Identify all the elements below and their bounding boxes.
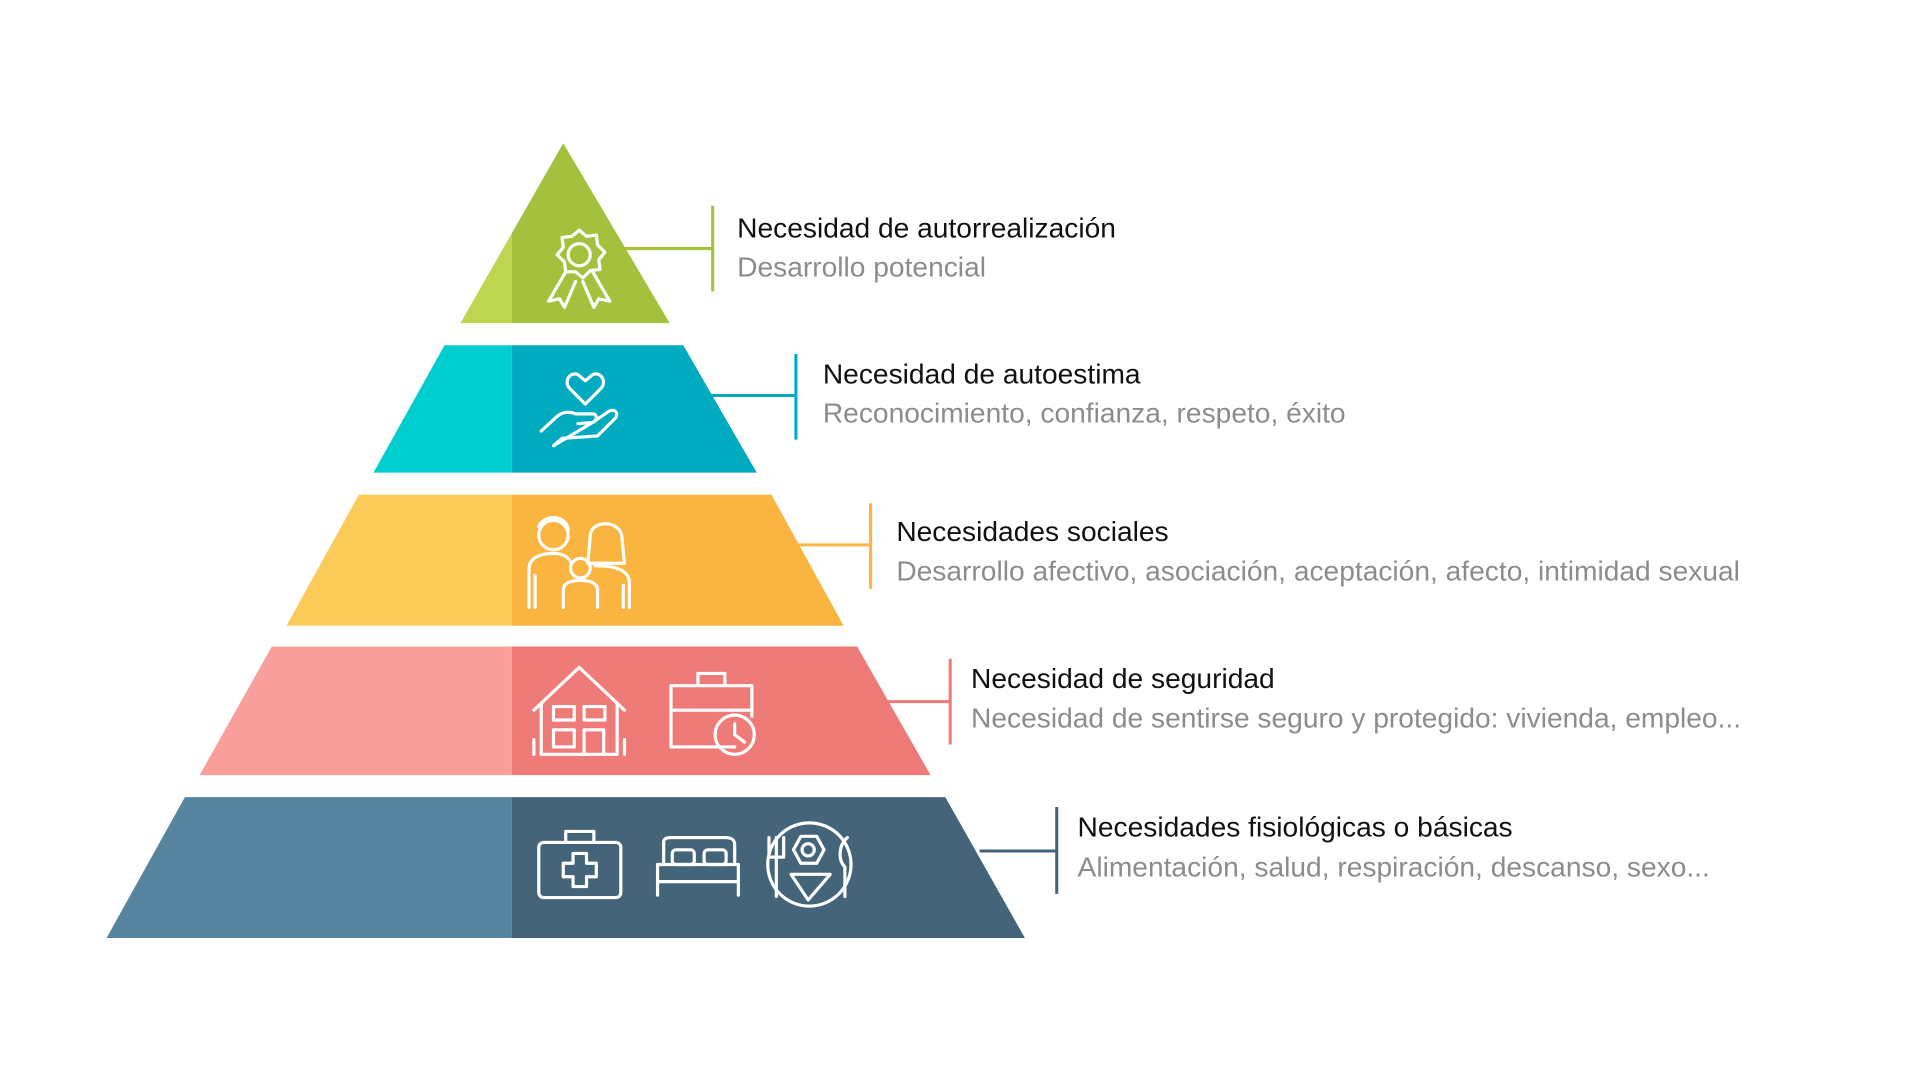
tier-4-subtitle: Necesidad de sentirse seguro y protegido… — [971, 702, 1741, 733]
tier-3-title: Necesidades sociales — [896, 516, 1168, 547]
tier-2-subtitle: Reconocimiento, confianza, respeto, éxit… — [823, 397, 1346, 428]
tier-4-left — [199, 646, 512, 776]
tier-social: Necesidades sociales Desarrollo afectivo… — [286, 494, 1740, 626]
tier-2-title: Necesidad de autoestima — [823, 358, 1141, 389]
tier-5-left — [106, 797, 512, 938]
tier-physiological: Necesidades fisiológicas o básicas Alime… — [106, 797, 1710, 938]
tier-1-title: Necesidad de autorrealización — [737, 213, 1116, 244]
tier-2-right — [511, 345, 757, 473]
heart-in-hand-icon — [539, 372, 619, 448]
tier-3-subtitle: Desarrollo afectivo, asociación, aceptac… — [896, 555, 1740, 586]
award-ribbon-icon — [546, 228, 612, 309]
tier-5-subtitle: Alimentación, salud, respiración, descan… — [1078, 852, 1710, 883]
tier-5-title: Necesidades fisiológicas o básicas — [1078, 811, 1513, 842]
first-aid-kit-icon — [537, 829, 623, 900]
food-plate-icon — [766, 821, 853, 908]
bed-icon — [655, 835, 740, 897]
tier-esteem: Necesidad de autoestima Reconocimiento, … — [373, 345, 1346, 473]
tier-1-right — [511, 143, 670, 324]
tier-3-right — [511, 494, 844, 626]
tier-1-subtitle: Desarrollo potencial — [737, 252, 986, 283]
tier-safety: Necesidad de seguridad Necesidad de sent… — [199, 646, 1741, 776]
tier-self-actualization: Necesidad de autorrealización Desarrollo… — [460, 143, 1116, 324]
tier-2-left — [373, 345, 512, 473]
tier-3-left — [286, 494, 512, 626]
tier-4-title: Necesidad de seguridad — [971, 663, 1275, 694]
briefcase-clock-icon — [669, 671, 756, 756]
family-icon — [527, 516, 631, 609]
house-icon — [532, 665, 627, 756]
